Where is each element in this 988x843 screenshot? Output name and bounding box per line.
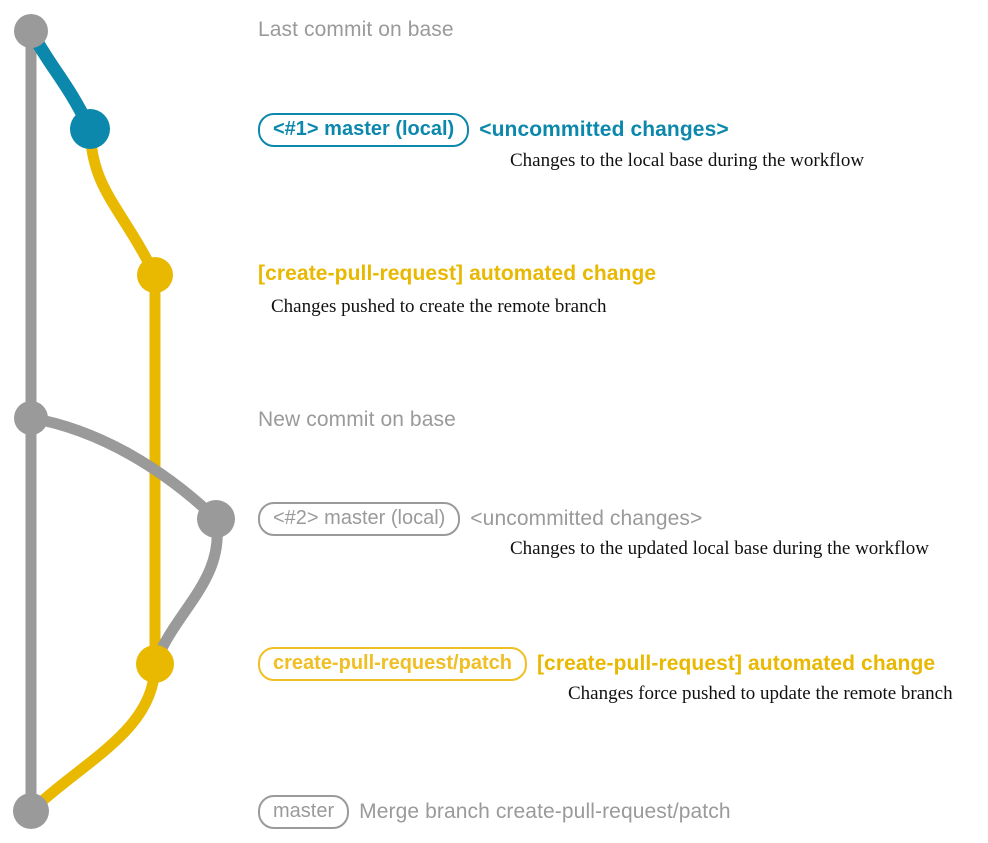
branch-line-remote-1: [84, 123, 161, 670]
commit-row-merge-commit: master Merge branch create-pull-request/…: [258, 795, 731, 829]
commit-description-local-1: Changes to the local base during the wor…: [510, 150, 865, 171]
commit-row-remote-commit-2: create-pull-request/patch [create-pull-r…: [258, 647, 935, 681]
commit-row-local-commit-2: <#2> master (local) <uncommitted changes…: [258, 502, 702, 536]
commit-node-base-last[interactable]: [14, 14, 48, 48]
commit-node-local-1[interactable]: [70, 109, 110, 149]
commit-row-last-commit-on-base: Last commit on base: [258, 18, 454, 42]
branch-line-local-2-to-remote-2: [149, 513, 223, 670]
commit-title: Merge branch create-pull-request/patch: [359, 800, 731, 823]
commit-node-base-new[interactable]: [14, 401, 48, 435]
commit-title: [create-pull-request] automated change: [536, 652, 936, 675]
commit-row-new-commit-on-base: New commit on base: [258, 408, 456, 432]
branch-label-master-local-1[interactable]: <#1> master (local): [258, 113, 470, 147]
commit-description-local-2: Changes to the updated local base during…: [510, 538, 929, 559]
branch-label-master-local-2[interactable]: <#2> master (local): [258, 502, 461, 536]
commit-node-remote-2[interactable]: [136, 645, 174, 683]
commit-node-merge[interactable]: [13, 793, 49, 829]
branch-line-local-2: [25, 412, 222, 525]
commit-title: <uncommitted changes>: [479, 118, 729, 141]
commit-title: Last commit on base: [258, 18, 454, 41]
branch-line-merge: [25, 658, 161, 817]
branch-label-create-pull-request-patch[interactable]: create-pull-request/patch: [258, 647, 527, 681]
commit-title: New commit on base: [258, 408, 456, 431]
commit-row-remote-commit-1: [create-pull-request] automated change: [258, 262, 656, 286]
commit-node-local-2[interactable]: [197, 500, 235, 538]
commit-description-remote-1: Changes pushed to create the remote bran…: [271, 296, 607, 317]
commit-node-remote-1[interactable]: [137, 257, 173, 293]
commit-description-remote-2: Changes force pushed to update the remot…: [568, 683, 953, 704]
commit-title: <uncommitted changes>: [470, 507, 703, 530]
commit-row-local-commit-1: <#1> master (local) <uncommitted changes…: [258, 113, 729, 147]
commit-title: [create-pull-request] automated change: [258, 262, 657, 285]
branch-label-master[interactable]: master: [258, 795, 350, 829]
